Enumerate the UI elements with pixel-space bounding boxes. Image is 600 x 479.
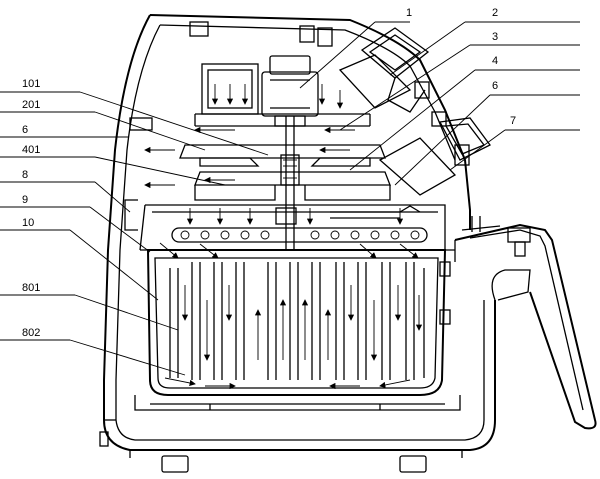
label-401: 401: [22, 144, 40, 156]
label-9: 9: [22, 194, 28, 206]
labels-left: 101 201 6 401 8 9 10 801 802: [22, 78, 40, 339]
motor: [194, 55, 371, 127]
label-2: 2: [492, 7, 498, 19]
label-3: 3: [492, 31, 498, 43]
leader-lines: [0, 21, 580, 376]
label-801: 801: [22, 282, 40, 294]
label-7: 7: [510, 115, 516, 127]
airflow-arrows: [144, 84, 423, 390]
label-10: 10: [22, 217, 34, 229]
handle: [454, 216, 597, 430]
impeller: [194, 171, 391, 225]
label-1: 1: [406, 7, 412, 19]
upper-fan: [179, 144, 386, 167]
label-6-left: 6: [22, 124, 28, 136]
label-802: 802: [22, 327, 40, 339]
label-8: 8: [22, 169, 28, 181]
labels-right: 1 2 3 4 6 7: [406, 7, 516, 127]
feet: [129, 450, 463, 473]
label-101: 101: [22, 78, 40, 90]
base-plate: [134, 395, 461, 411]
control-connector-lower: [378, 111, 491, 196]
label-4: 4: [492, 55, 498, 67]
control-connector-upper: [338, 27, 430, 113]
label-6-right: 6: [492, 80, 498, 92]
shaft: [280, 116, 300, 250]
label-201: 201: [22, 99, 40, 111]
outer-housing: [99, 14, 496, 451]
basket-fins: [169, 262, 425, 380]
upper-chamber: [124, 199, 446, 251]
heater-tube: [171, 205, 428, 243]
